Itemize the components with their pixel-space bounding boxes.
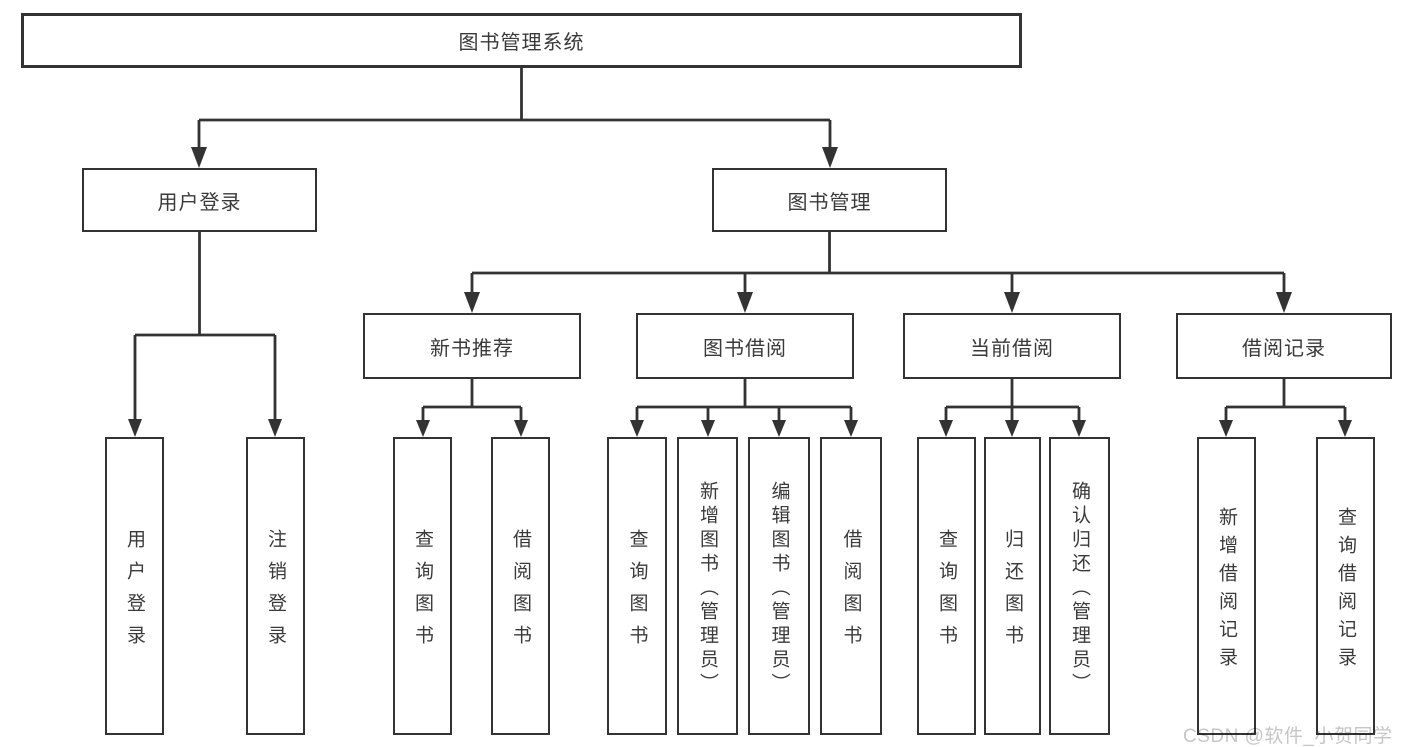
leaf-user-login: 用户登录 <box>105 437 164 735</box>
leaf-query-borrow-record: 查询借阅记录 <box>1316 437 1375 735</box>
leaf-borrow-books-recommend: 借阅图书 <box>491 437 550 735</box>
arrowhead <box>1276 292 1292 313</box>
leaf-edit-book-admin: 编辑图书（管理员） <box>748 437 810 735</box>
node-book-management: 图书管理 <box>712 168 947 232</box>
arrowhead <box>1219 420 1233 437</box>
arrowhead <box>939 420 953 437</box>
leaf-return-book: 归还图书 <box>984 437 1041 735</box>
csdn-watermark: CSDN @软件_小贺同学 <box>1183 726 1393 747</box>
leaf-logout-label: 注销登录 <box>265 528 286 657</box>
node-user-login-module-label: 用户登录 <box>157 191 242 214</box>
connector-new-book-branch <box>416 379 528 437</box>
arrowhead <box>844 420 858 437</box>
leaf-add-book-admin-label: 新增图书（管理员） <box>697 480 718 697</box>
leaf-borrow-books-label: 借阅图书 <box>840 528 862 657</box>
arrowhead <box>1005 420 1019 437</box>
connector-root-branch <box>191 68 838 168</box>
leaf-query-books-borrowing: 查询图书 <box>607 437 667 735</box>
arrowhead <box>737 292 753 313</box>
node-book-borrowing: 图书借阅 <box>636 313 854 379</box>
arrowhead <box>128 419 142 437</box>
leaf-borrow-books: 借阅图书 <box>820 437 882 735</box>
leaf-add-book-admin: 新增图书（管理员） <box>677 437 738 735</box>
arrowhead <box>1338 420 1352 437</box>
arrowhead <box>630 420 644 437</box>
leaf-add-borrow-record: 新增借阅记录 <box>1197 437 1256 735</box>
arrowhead <box>416 420 430 437</box>
leaf-return-book-label: 归还图书 <box>1002 528 1023 657</box>
leaf-query-borrow-record-label: 查询借阅记录 <box>1335 506 1356 675</box>
arrowhead <box>772 420 786 437</box>
leaf-confirm-return-admin: 确认归还（管理员） <box>1049 437 1110 735</box>
connector-borrow-records-branch <box>1219 379 1352 437</box>
connector-book-mgmt-branch <box>464 232 1292 313</box>
leaf-query-books-recommend: 查询图书 <box>393 437 452 735</box>
connector-user-login-branch <box>128 232 282 437</box>
leaf-logout: 注销登录 <box>246 437 305 735</box>
leaf-add-borrow-record-label: 新增借阅记录 <box>1216 506 1237 675</box>
leaf-confirm-return-admin-label: 确认归还（管理员） <box>1069 480 1090 697</box>
node-current-borrowing-label: 当前借阅 <box>970 337 1054 360</box>
arrowhead <box>822 147 838 168</box>
node-book-borrowing-label: 图书借阅 <box>703 337 787 360</box>
node-new-book-recommend-label: 新书推荐 <box>430 337 514 360</box>
node-new-book-recommend: 新书推荐 <box>363 313 581 379</box>
node-library-system: 图书管理系统 <box>21 13 1022 68</box>
leaf-query-books-current: 查询图书 <box>917 437 976 735</box>
connector-book-borrow-branch <box>630 379 858 437</box>
arrowhead <box>514 420 528 437</box>
node-borrow-records-label: 借阅记录 <box>1242 337 1326 360</box>
leaf-query-books-current-label: 查询图书 <box>936 528 957 657</box>
leaf-query-books-recommend-label: 查询图书 <box>412 528 433 657</box>
node-user-login-module: 用户登录 <box>82 168 317 232</box>
arrowhead <box>464 292 480 313</box>
arrowhead <box>1004 292 1020 313</box>
connector-current-borrow-branch <box>939 379 1086 437</box>
arrowhead <box>268 419 282 437</box>
leaf-edit-book-admin-label: 编辑图书（管理员） <box>768 480 790 697</box>
arrowhead <box>191 147 207 168</box>
leaf-query-books-borrowing-label: 查询图书 <box>626 528 648 657</box>
leaf-user-login-label: 用户登录 <box>124 528 145 657</box>
node-current-borrowing: 当前借阅 <box>903 313 1121 379</box>
leaf-borrow-books-recommend-label: 借阅图书 <box>510 528 531 657</box>
arrowhead <box>701 420 715 437</box>
node-library-system-label: 图书管理系统 <box>458 32 585 54</box>
node-borrow-records: 借阅记录 <box>1176 313 1392 379</box>
node-book-management-label: 图书管理 <box>787 191 872 214</box>
arrowhead <box>1072 420 1086 437</box>
